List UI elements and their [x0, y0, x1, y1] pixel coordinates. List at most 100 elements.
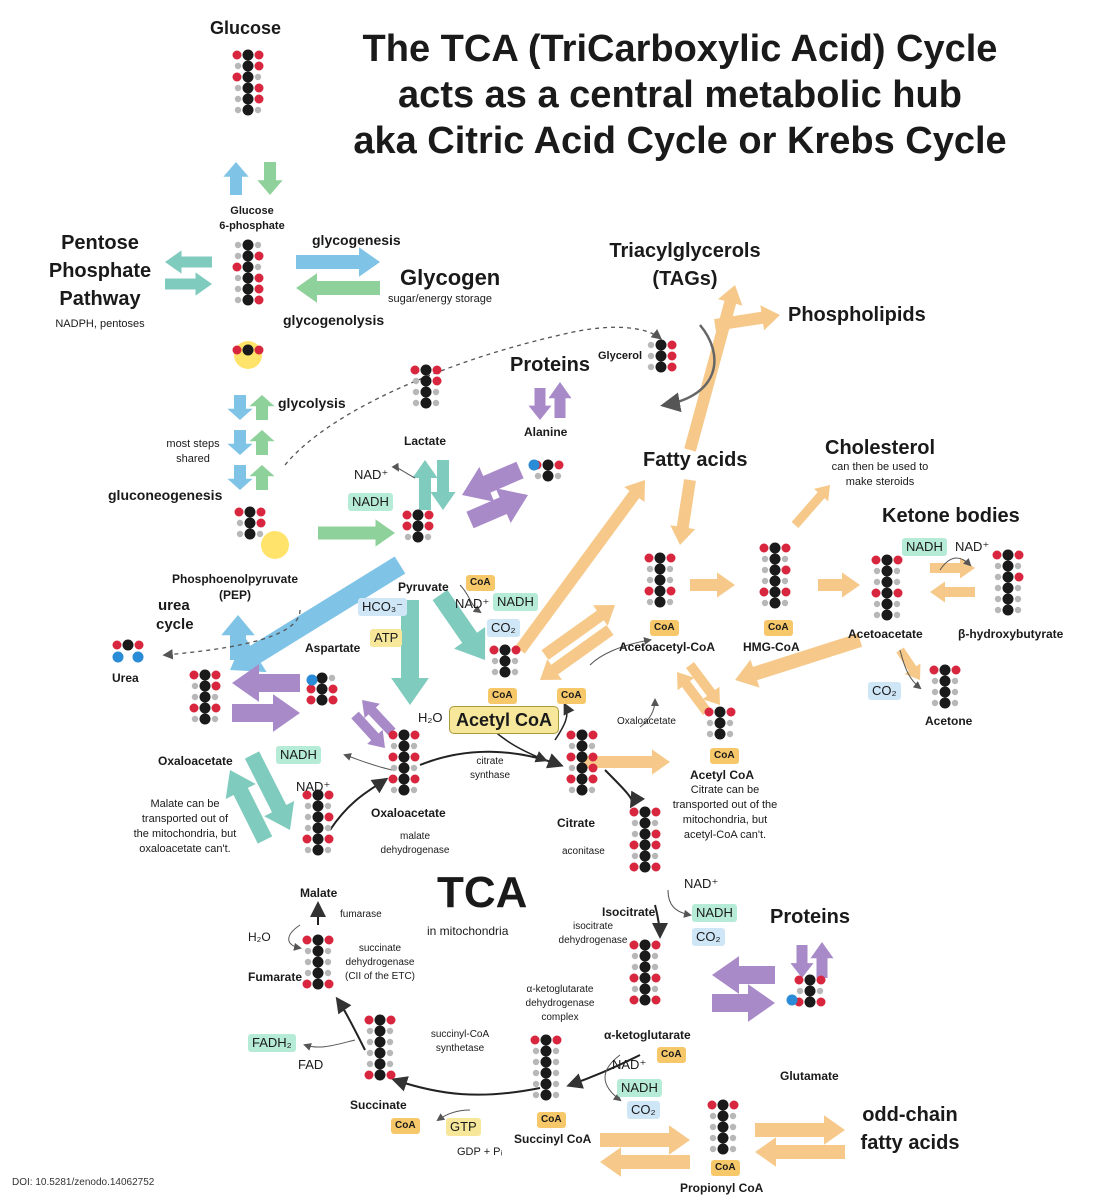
arrow-pep-to-pyruvate: [318, 519, 395, 547]
hydrogen-atom: [994, 606, 1002, 614]
carbon-atom: [939, 675, 951, 687]
arrow-glycogenesis: [296, 247, 380, 277]
arrow-glycolysis-1: [249, 430, 275, 455]
oxaloacetate-tca: [388, 729, 420, 796]
hydrogen-atom: [366, 1038, 374, 1046]
carbon-atom: [420, 364, 432, 376]
oxygen-atom: [651, 995, 661, 1005]
oxygen-atom: [530, 1035, 540, 1045]
oxygen-atom: [254, 345, 264, 355]
carbon-atom: [939, 686, 951, 698]
hydrogen-atom: [191, 715, 199, 723]
hydrogen-atom: [1014, 595, 1022, 603]
oxygen-atom: [707, 1100, 717, 1110]
carbon-atom: [1002, 582, 1014, 594]
tag-coa-acetyl-right: CoA: [710, 748, 739, 764]
oxygen-atom: [644, 553, 654, 563]
hydrogen-atom: [254, 241, 262, 249]
label-malate-note-3: the mitochondria, but: [133, 828, 237, 840]
hydrogen-atom: [552, 1047, 560, 1055]
carbon-atom: [655, 361, 667, 373]
hydrogen-atom: [994, 562, 1002, 570]
carbon-atom: [374, 1047, 386, 1059]
tag-nad-ketone: NAD⁺: [955, 539, 990, 554]
hydrogen-atom: [234, 95, 242, 103]
cycle-arc-succoa-succinate: [391, 1076, 541, 1096]
hydrogen-atom: [532, 1091, 540, 1099]
arrow-malate-import: [244, 751, 295, 830]
tag-coa-2: CoA: [557, 688, 586, 704]
acetoacetyl-coa: [644, 552, 676, 608]
hydrogen-atom: [191, 693, 199, 701]
hydrogen-atom: [234, 296, 242, 304]
oxygen-atom: [726, 707, 736, 717]
hydrogen-atom: [491, 668, 499, 676]
oxygen-atom: [893, 588, 903, 598]
oxygen-atom: [410, 752, 420, 762]
tag-nad-pdh: NAD⁺: [455, 596, 490, 611]
arrow-acetyl-to-fatty-acids: [515, 480, 645, 654]
cycle-arc-citrate-isocitrate: [604, 769, 646, 809]
arrow-gluconeogenesis-0: [227, 395, 253, 420]
tag-coa-succinyl: CoA: [537, 1112, 566, 1128]
oxygen-atom: [424, 521, 434, 531]
label-pyruvate: Pyruvate: [398, 580, 449, 594]
carbon-atom: [312, 934, 324, 946]
carbon-atom: [717, 1132, 729, 1144]
carbon-atom: [540, 1056, 552, 1068]
carbon-atom: [717, 1121, 729, 1133]
tag-nad-idh: NAD⁺: [684, 876, 719, 891]
hydrogen-atom: [666, 598, 674, 606]
oxygen-atom: [424, 510, 434, 520]
arrow-proteins-to-alanine: [528, 388, 552, 420]
hydrogen-atom: [666, 576, 674, 584]
oxygen-atom: [112, 640, 122, 650]
oxygen-atom: [704, 707, 714, 717]
oxygen-atom: [992, 550, 1002, 560]
oxygen-atom: [254, 94, 264, 104]
carbon-atom: [412, 531, 424, 543]
label-ppp-sub: NADPH, pentoses: [55, 318, 145, 330]
hydrogen-atom: [796, 987, 804, 995]
label-acetyl-coa-right: Acetyl CoA: [690, 768, 755, 782]
hydrogen-atom: [873, 567, 881, 575]
tag-hco3: HCO₃⁻: [358, 598, 408, 616]
oxygen-atom: [324, 790, 334, 800]
oxygen-atom: [667, 362, 677, 372]
coa-release: [554, 702, 575, 741]
hydrogen-atom: [390, 742, 398, 750]
oxygen-atom: [402, 510, 412, 520]
oxygen-atom: [328, 695, 338, 705]
hydrogen-atom: [324, 846, 332, 854]
arrow-acetoacetate-to-acetyl: [735, 633, 863, 688]
label-phospholipids: Phospholipids: [788, 304, 926, 326]
arrow-acetoacetyl-to-hmg: [690, 572, 735, 598]
hydrogen-atom: [254, 73, 262, 81]
oxygen-atom: [432, 365, 442, 375]
carbon-atom: [881, 609, 893, 621]
hydrogen-atom: [709, 1145, 717, 1153]
hydrogen-atom: [951, 688, 959, 696]
oxygen-atom: [328, 684, 338, 694]
carbon-atom: [654, 574, 666, 586]
tag-coa-hmg: CoA: [764, 620, 793, 636]
carbon-atom: [881, 554, 893, 566]
carbon-atom: [312, 822, 324, 834]
hydrogen-atom: [424, 533, 432, 541]
label-akgdh-3: complex: [541, 1012, 579, 1023]
carbon-atom: [881, 565, 893, 577]
label-glycolysis: glycolysis: [278, 395, 346, 411]
carbon-atom: [1002, 571, 1014, 583]
hydrogen-atom: [651, 852, 659, 860]
tag-fadh2: FADH₂: [248, 1034, 296, 1052]
oxygen-atom: [566, 752, 576, 762]
oxygen-atom: [211, 681, 221, 691]
oxygen-atom: [234, 507, 244, 517]
oxygen-atom: [588, 752, 598, 762]
hydrogen-atom: [366, 1027, 374, 1035]
hydrogen-atom: [951, 677, 959, 685]
carbon-atom: [1002, 604, 1014, 616]
carbon-atom: [199, 691, 211, 703]
acetone-molecule: [929, 664, 961, 709]
tag-co2-akg: CO₂: [627, 1101, 660, 1119]
